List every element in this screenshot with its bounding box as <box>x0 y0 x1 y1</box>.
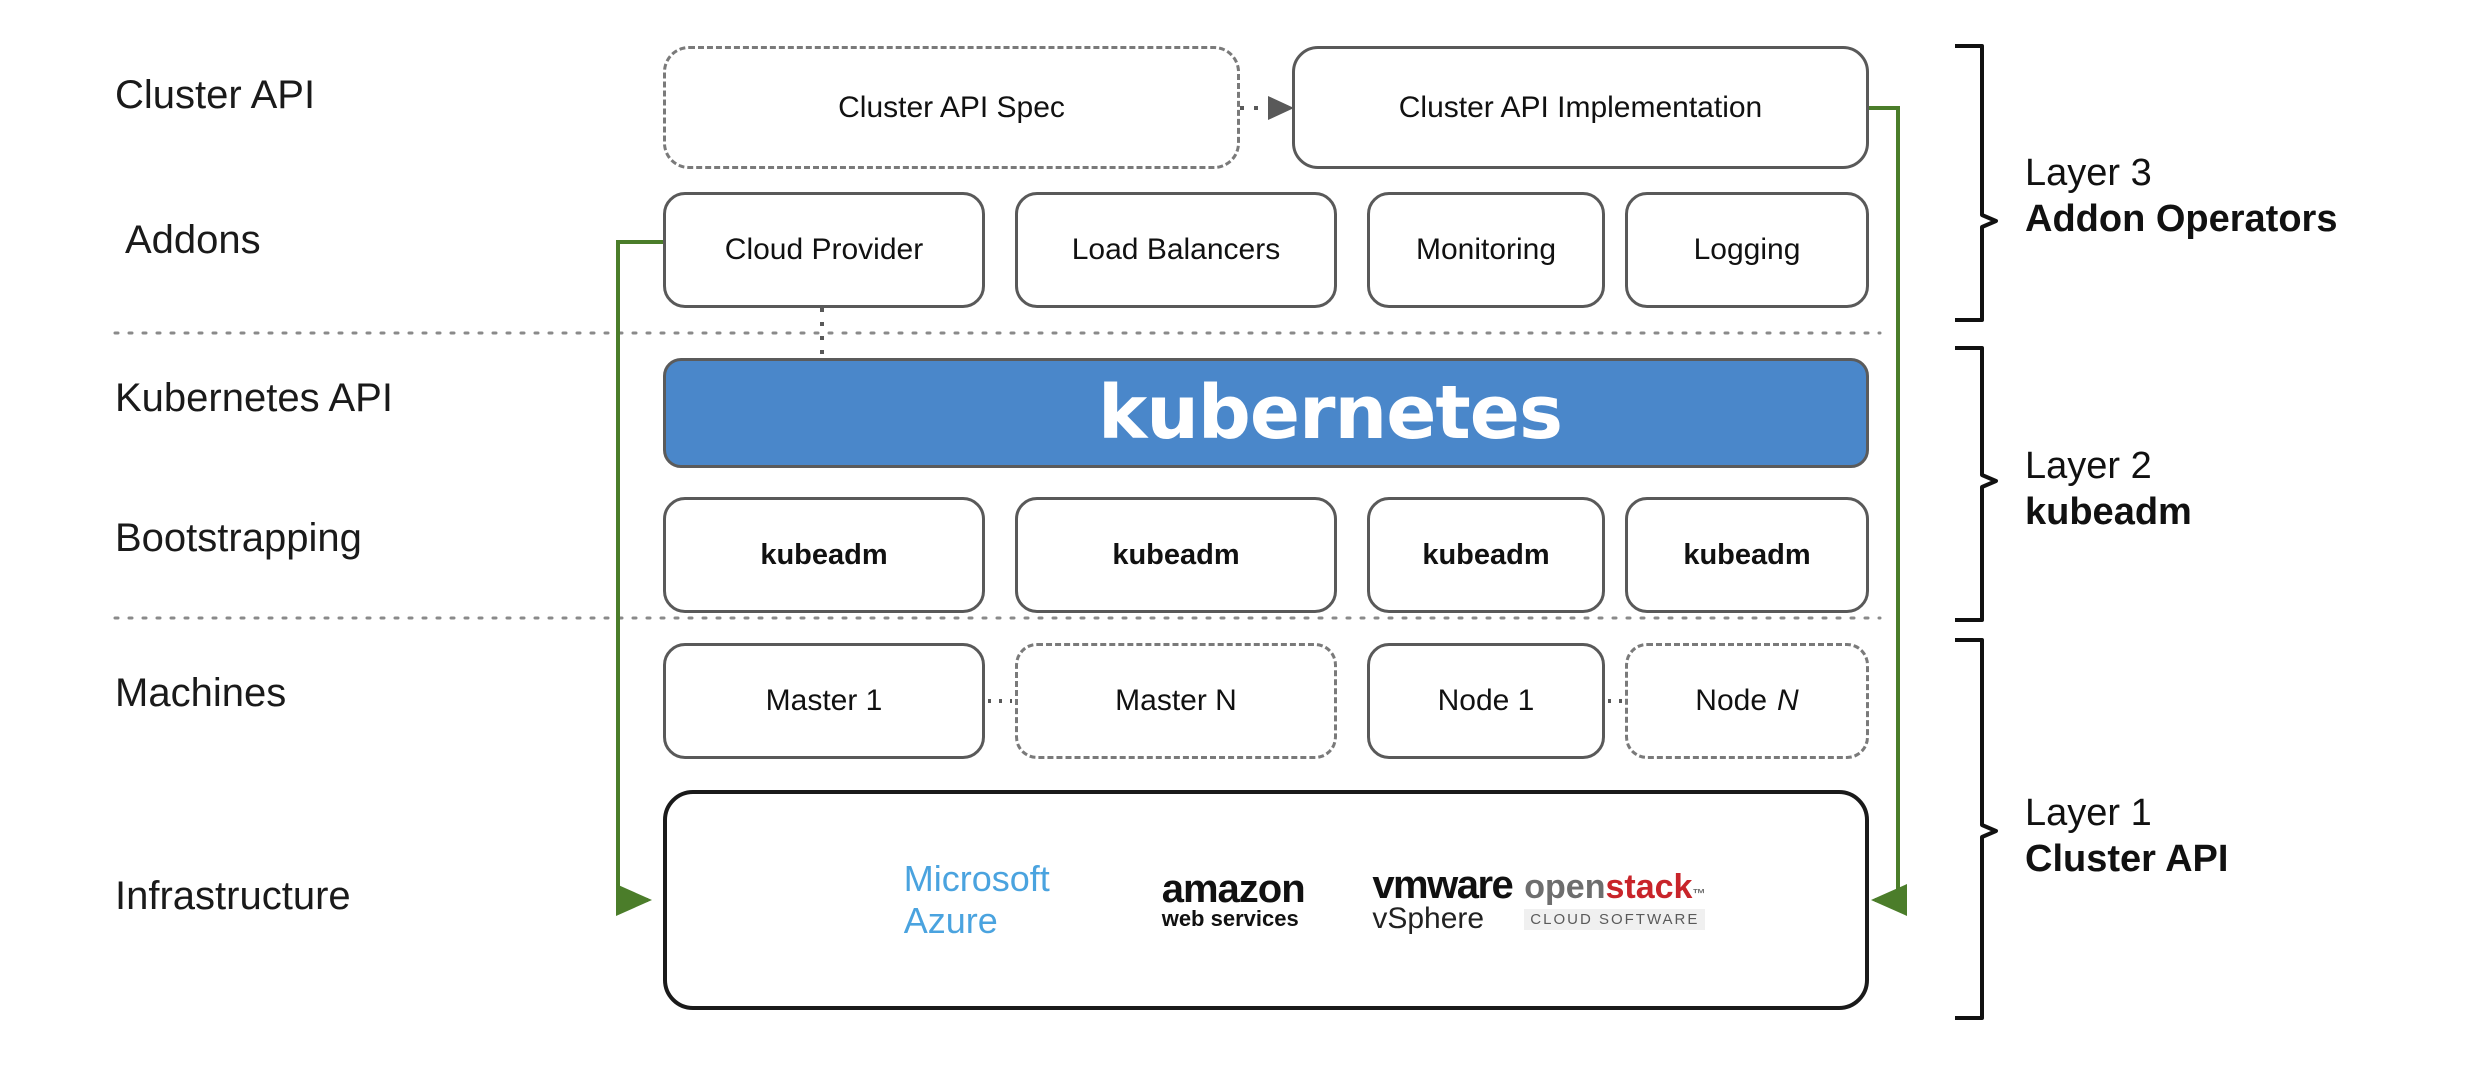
logo-openstack: openstack™ CLOUD SOFTWARE <box>1512 825 1705 975</box>
kubernetes-wordmark: kubernetes <box>1097 370 1563 456</box>
aws-amazon-label: amazon <box>1161 867 1306 911</box>
openstack-label: openstack™ <box>1524 868 1706 906</box>
node-addon-load-balancers[interactable]: Load Balancers <box>1015 192 1337 308</box>
node-machine-node-n-label: Node <box>1695 684 1768 717</box>
bracket-layer-3 <box>1955 44 1998 322</box>
layer-label-2: Layer 2 kubeadm <box>2025 443 2192 536</box>
node-bootstrap-kubeadm-4[interactable]: kubeadm <box>1625 497 1869 613</box>
node-bootstrap-kubeadm-1[interactable]: kubeadm <box>663 497 985 613</box>
row-label-addons: Addons <box>125 218 261 262</box>
vmware-label: vmware <box>1372 863 1513 907</box>
layer-2-title: Layer 2 <box>2025 445 2152 487</box>
vsphere-label: vSphere <box>1372 902 1485 935</box>
logo-amazon-web-services: amazon web services <box>1087 825 1306 975</box>
logo-raspberry-pi <box>1705 825 1831 975</box>
node-addon-cloud-provider[interactable]: Cloud Provider <box>663 192 985 308</box>
layer-label-1: Layer 1 Cluster API <box>2025 790 2228 883</box>
bracket-layer-1 <box>1955 638 1998 1020</box>
node-addon-logging[interactable]: Logging <box>1625 192 1869 308</box>
node-machine-node-1[interactable]: Node 1 <box>1367 643 1605 759</box>
openstack-sublabel: CLOUD SOFTWARE <box>1524 909 1706 930</box>
node-cluster-api-implementation[interactable]: Cluster API Implementation <box>1292 46 1869 169</box>
node-machine-node-n[interactable]: Node N <box>1625 643 1869 759</box>
layer-1-title: Layer 1 <box>2025 792 2152 834</box>
node-bootstrap-kubeadm-3[interactable]: kubeadm <box>1367 497 1605 613</box>
connector-cloudprovider-to-infrastructure <box>616 240 663 916</box>
kubernetes-logo-spacer <box>970 413 1080 414</box>
aws-webservices-label: web services <box>1161 906 1299 931</box>
row-label-kubernetes-api: Kubernetes API <box>115 376 393 420</box>
node-machine-master-1[interactable]: Master 1 <box>663 643 985 759</box>
connector-implementation-to-infrastructure <box>1868 106 1907 916</box>
layer-3-title: Layer 3 <box>2025 152 2152 194</box>
bracket-layer-2 <box>1955 346 1998 622</box>
row-label-cluster-api: Cluster API <box>115 73 316 117</box>
kubernetes-banner: kubernetes <box>663 358 1869 468</box>
microsoft-azure-label: Microsoft Azure <box>903 858 1050 941</box>
row-label-bootstrapping: Bootstrapping <box>115 516 362 560</box>
row-label-machines: Machines <box>115 671 287 715</box>
openstack-open-part: open <box>1524 868 1606 906</box>
row-label-infrastructure: Infrastructure <box>115 874 351 918</box>
node-addon-monitoring[interactable]: Monitoring <box>1367 192 1605 308</box>
logo-google-cloud-platform <box>701 825 846 975</box>
layer-2-subtitle: kubeadm <box>2025 491 2192 534</box>
layer-label-3: Layer 3 Addon Operators <box>2025 150 2337 243</box>
node-machine-master-n[interactable]: Master N <box>1015 643 1337 759</box>
logo-microsoft-azure: Microsoft Azure <box>846 825 1087 975</box>
openstack-stack-part: stack <box>1605 868 1693 906</box>
node-bootstrap-kubeadm-2[interactable]: kubeadm <box>1015 497 1337 613</box>
layer-1-subtitle: Cluster API <box>2025 838 2229 881</box>
logo-vmware-vsphere: vmware vSphere <box>1305 825 1513 975</box>
node-cluster-api-spec[interactable]: Cluster API Spec <box>663 46 1240 169</box>
layer-3-subtitle: Addon Operators <box>2025 198 2338 241</box>
infrastructure-box: Microsoft Azure amazon web services vmwa… <box>663 790 1869 1010</box>
node-machine-node-n-suffix: N <box>1777 684 1799 717</box>
